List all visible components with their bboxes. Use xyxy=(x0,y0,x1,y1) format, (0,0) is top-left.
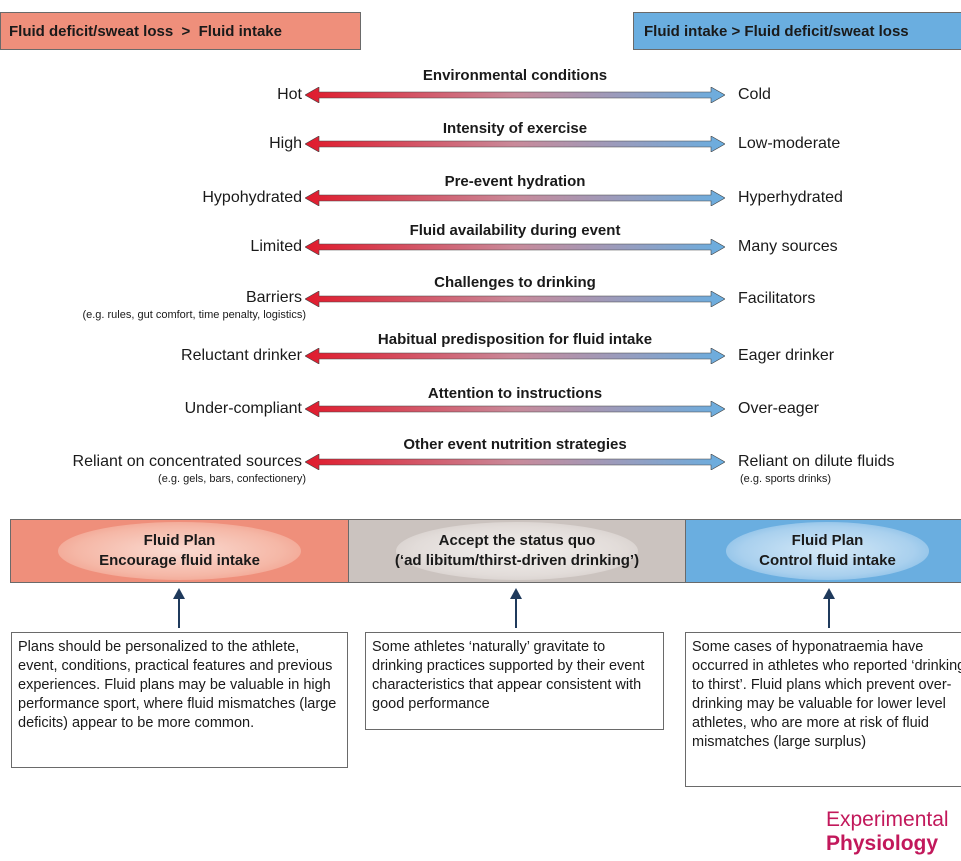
factor-title: Fluid availability during event xyxy=(409,222,621,239)
note-encourage-intake: Plans should be personalized to the athl… xyxy=(11,632,348,768)
factor-left-sublabel: (e.g. rules, gut comfort, time penalty, … xyxy=(82,309,306,321)
factor-right-sublabel: (e.g. sports drinks) xyxy=(740,473,832,485)
factor-left-label: Hypohydrated xyxy=(202,189,302,206)
fluid-plan-strip: Fluid Plan Encourage fluid intake Accept… xyxy=(10,519,961,583)
factor-right-label: Low-moderate xyxy=(738,135,841,152)
factor-right-label: Reliant on dilute fluids xyxy=(738,453,895,470)
factor-title: Intensity of exercise xyxy=(442,120,588,137)
header-left-box: Fluid deficit/sweat loss > Fluid intake xyxy=(0,12,361,50)
double-arrow-icon xyxy=(305,401,725,417)
double-arrow-icon xyxy=(305,348,725,364)
header-left-text: Fluid deficit/sweat loss > Fluid intake xyxy=(9,22,282,40)
factor-left-label: Reluctant drinker xyxy=(181,347,302,364)
factor-title: Habitual predisposition for fluid intake xyxy=(377,331,653,348)
factor-right-label: Cold xyxy=(738,86,771,103)
factor-left-label: Reliant on concentrated sources xyxy=(72,453,302,470)
plan-right-subtitle: Control fluid intake xyxy=(759,552,896,569)
up-arrow-icon xyxy=(823,588,835,628)
factor-title: Pre-event hydration xyxy=(444,173,586,190)
factor-left-sublabel: (e.g. gels, bars, confectionery) xyxy=(158,473,306,485)
plan-status-quo: Accept the status quo (‘ad libitum/thirs… xyxy=(349,520,686,582)
journal-logo-line1: Experimental xyxy=(826,808,949,831)
factor-left-label: Barriers xyxy=(245,289,302,306)
double-arrow-icon xyxy=(305,239,725,255)
journal-logo: Experimental Physiology xyxy=(826,808,949,856)
header-right-text: Fluid intake > Fluid deficit/sweat loss xyxy=(644,22,909,40)
journal-logo-line2: Physiology xyxy=(826,832,939,855)
plan-control-intake: Fluid Plan Control fluid intake xyxy=(686,520,961,582)
factor-title: Environmental conditions xyxy=(422,67,608,84)
factor-left-label: Limited xyxy=(250,238,302,255)
double-arrow-icon xyxy=(305,190,725,206)
factor-right-label: Eager drinker xyxy=(738,347,835,364)
plan-right-title: Fluid Plan xyxy=(791,532,864,549)
up-arrow-icon xyxy=(173,588,185,628)
plan-left-title: Fluid Plan xyxy=(143,532,216,549)
plan-encourage-intake: Fluid Plan Encourage fluid intake xyxy=(11,520,349,582)
factor-right-label: Many sources xyxy=(738,238,838,255)
note-status-quo: Some athletes ‘naturally’ gravitate to d… xyxy=(365,632,664,730)
factor-left-label: High xyxy=(269,135,302,152)
header-right-box: Fluid intake > Fluid deficit/sweat loss xyxy=(633,12,961,50)
double-arrow-icon xyxy=(305,454,725,470)
factor-right-label: Facilitators xyxy=(738,290,816,307)
note-control-intake: Some cases of hyponatraemia have occurre… xyxy=(685,632,961,787)
plan-left-subtitle: Encourage fluid intake xyxy=(99,552,260,569)
factor-title: Challenges to drinking xyxy=(434,274,596,291)
factor-title: Other event nutrition strategies xyxy=(403,436,627,453)
plan-middle-subtitle: (‘ad libitum/thirst-driven drinking’) xyxy=(394,552,640,569)
plan-middle-title: Accept the status quo xyxy=(438,532,596,549)
factor-left-label: Under-compliant xyxy=(184,400,302,417)
double-arrow-icon xyxy=(305,136,725,152)
factor-right-label: Hyperhydrated xyxy=(738,189,843,206)
factor-left-label: Hot xyxy=(277,86,302,103)
factor-title: Attention to instructions xyxy=(427,385,603,402)
double-arrow-icon xyxy=(305,291,725,307)
up-arrow-icon xyxy=(510,588,522,628)
factor-right-label: Over-eager xyxy=(738,400,819,417)
double-arrow-icon xyxy=(305,87,725,103)
